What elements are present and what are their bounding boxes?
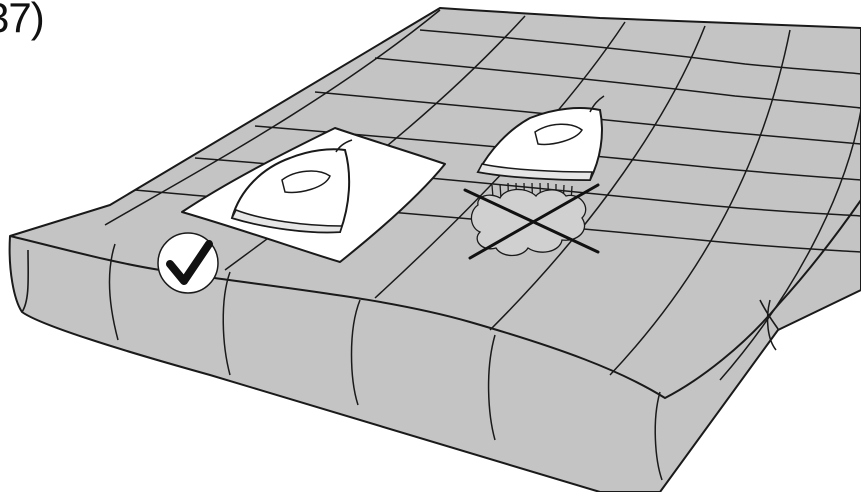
step-number: 37) (0, 0, 44, 42)
mattress-body (10, 8, 861, 492)
mattress (10, 8, 861, 492)
check-mark-icon (158, 233, 218, 293)
